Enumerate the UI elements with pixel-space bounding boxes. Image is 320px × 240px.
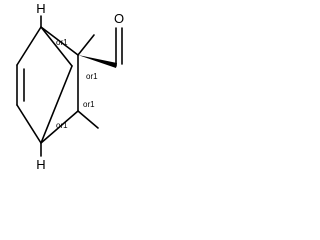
bond-c1-c2-ring bbox=[16, 26, 42, 66]
stereo-label-quaternary-carbon: or1 bbox=[86, 72, 98, 81]
bond-c6-c4 bbox=[40, 110, 79, 144]
bond-c3-c4-ring bbox=[16, 104, 42, 144]
stereo-label-top-bridgehead: or1 bbox=[56, 38, 68, 47]
atom-oxygen: O bbox=[114, 11, 124, 26]
molecule-diagram: H H O or1 or1 or1 or1 bbox=[0, 0, 140, 178]
atom-h-bottom: H bbox=[36, 157, 45, 172]
bond-c5-methyl bbox=[77, 34, 95, 56]
skeleton-bonds bbox=[16, 26, 79, 144]
stereo-label-bottom-bridgehead: or1 bbox=[56, 121, 68, 130]
bond-c1-c5 bbox=[40, 26, 79, 56]
bond-c7-c4-bridge bbox=[40, 65, 73, 144]
atom-h-top: H bbox=[36, 1, 45, 16]
wedge-c5-aldehyde-carbon bbox=[78, 55, 117, 68]
bond-c1-c7-bridge bbox=[40, 26, 73, 67]
structure-drawing: H H O or1 or1 or1 or1 bbox=[16, 1, 124, 172]
stereo-label-methyl-carbon: or1 bbox=[83, 100, 95, 109]
bond-c6-methyl bbox=[77, 110, 99, 129]
